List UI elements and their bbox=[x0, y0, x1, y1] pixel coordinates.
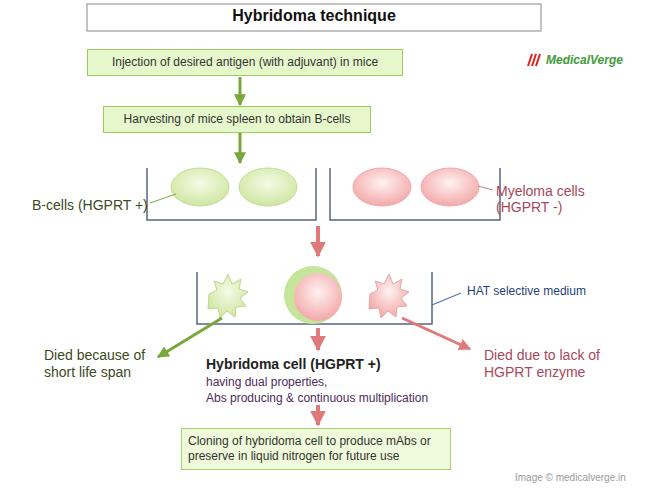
box-text: Cloning of hybridoma cell to produce mAb… bbox=[188, 434, 444, 464]
annotation-label: MedicalVerge bbox=[546, 53, 623, 67]
annotation-label: Abs producing & continuous multiplicatio… bbox=[206, 391, 428, 405]
box-text: Injection of desired antigen (with adjuv… bbox=[94, 55, 396, 70]
process-box: Injection of desired antigen (with adjuv… bbox=[87, 49, 403, 76]
annotation-label: Hybridoma cell (HGPRT +) bbox=[206, 356, 381, 372]
box-text: Harvesting of mice spleen to obtain B-ce… bbox=[110, 112, 364, 127]
flow-arrow bbox=[239, 77, 242, 105]
annotation-label: Died because of short life span bbox=[44, 347, 162, 381]
annotation-label: Image © medicalverge.in bbox=[515, 472, 626, 483]
annotation-label: Died due to lack of HGPRT enzyme bbox=[484, 347, 614, 381]
annotation-label: Myeloma cells (HGPRT -) bbox=[496, 183, 606, 215]
annotation-label: having dual properties, bbox=[206, 375, 327, 389]
annotation-label: HAT selective medium bbox=[467, 284, 586, 298]
annotation-label: B-cells (HGPRT +) bbox=[32, 197, 148, 213]
process-box: Cloning of hybridoma cell to produce mAb… bbox=[181, 428, 451, 470]
process-box: Harvesting of mice spleen to obtain B-ce… bbox=[103, 106, 371, 133]
diagram-title: Hybridoma technique bbox=[87, 7, 541, 25]
